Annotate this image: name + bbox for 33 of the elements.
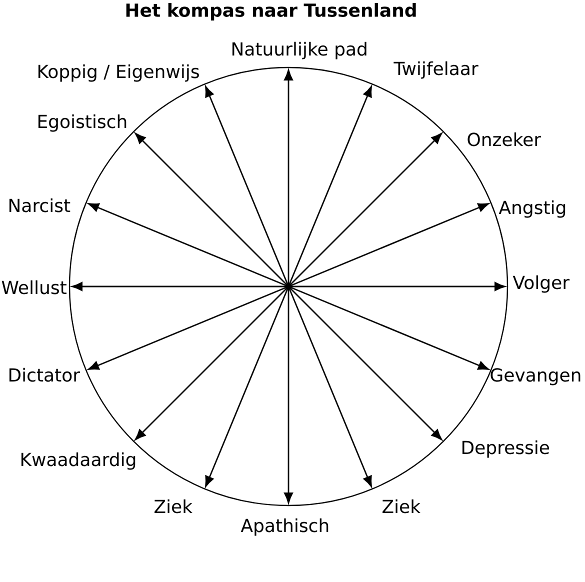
arrow [284, 70, 293, 286]
direction-label: Apathisch [240, 518, 328, 536]
arrow [288, 286, 489, 370]
direction-label: Angstig [498, 200, 566, 218]
direction-label: Koppig / Eigenwijs [38, 64, 199, 82]
arrow [72, 282, 288, 291]
direction-label: Narcist [9, 198, 70, 212]
arrow [288, 86, 372, 287]
arrow [134, 132, 289, 287]
arrow [134, 286, 289, 440]
direction-label: Dictator [9, 368, 80, 382]
direction-label: Volger [512, 275, 570, 293]
direction-label: Egoistisch [38, 114, 126, 132]
arrow [88, 286, 289, 370]
direction-label: Onzeker [468, 132, 542, 146]
direction-label: Ziek [154, 499, 192, 514]
arrow [88, 203, 289, 288]
direction-label: Gevangen [490, 368, 580, 386]
direction-label: Wellust [2, 280, 66, 294]
arrow [288, 203, 489, 288]
direction-label: Twijfelaar [394, 61, 478, 79]
arrow [284, 286, 293, 504]
arrow [205, 286, 290, 487]
arrow [288, 282, 506, 291]
arrow [205, 86, 290, 287]
direction-label: Kwaadaardig [21, 452, 136, 470]
direction-label: Ziek [382, 499, 420, 514]
arrow [288, 286, 372, 487]
direction-label: Natuurlijke pad [232, 42, 366, 60]
arrow [288, 286, 442, 440]
direction-label: Depressie [462, 440, 550, 458]
title: Het kompas naar Tussenland [126, 3, 416, 20]
arrow [288, 132, 442, 287]
